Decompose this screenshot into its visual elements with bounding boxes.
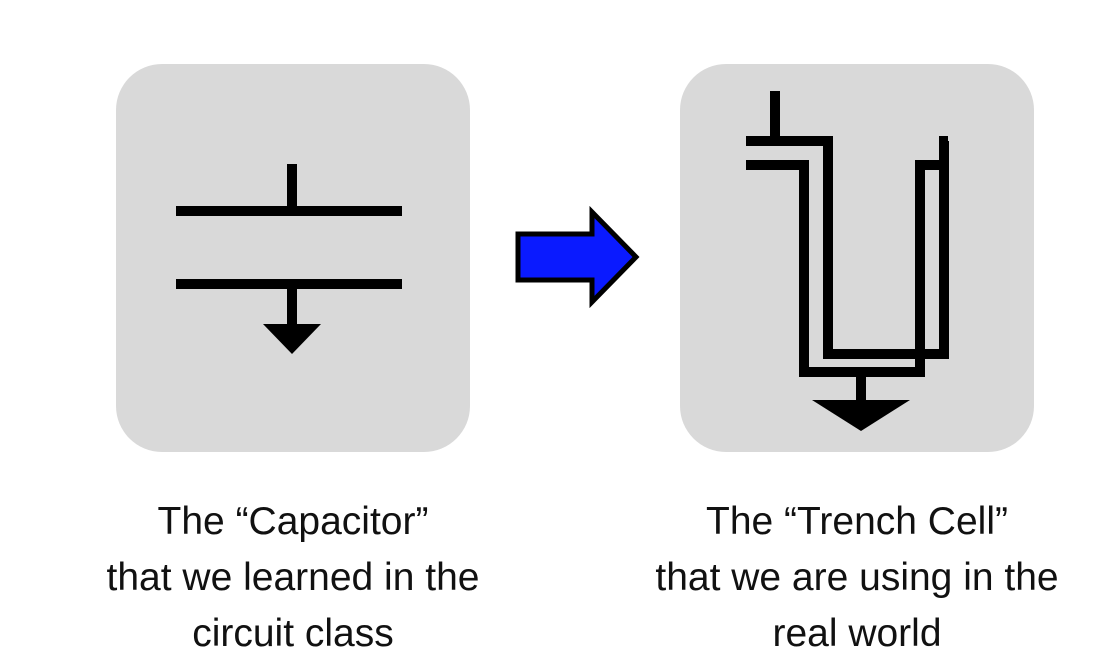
transition-arrow [512,205,642,310]
outer-trench-electrode [746,136,949,359]
capacitor-symbol-icon [176,164,402,354]
trench-cell-icon [746,91,949,431]
capacitor-caption: The “Capacitor” that we learned in the c… [53,494,533,662]
trench-cell-panel [680,64,1034,452]
ground-arrow-icon [263,324,321,354]
inner-trench-electrode [746,160,948,377]
right-arrow-icon [515,205,640,309]
caption-line: The “Trench Cell” [706,500,1008,543]
caption-line: real world [772,612,942,655]
caption-line: circuit class [192,612,394,655]
caption-line: that we are using in the [655,556,1059,599]
capacitor-panel [116,64,470,452]
ground-arrow-icon [812,400,910,431]
capacitor-top-plate [176,206,402,216]
trench-cell-caption: The “Trench Cell” that we are using in t… [617,494,1097,662]
caption-line: The “Capacitor” [157,500,429,543]
caption-line: that we learned in the [106,556,480,599]
